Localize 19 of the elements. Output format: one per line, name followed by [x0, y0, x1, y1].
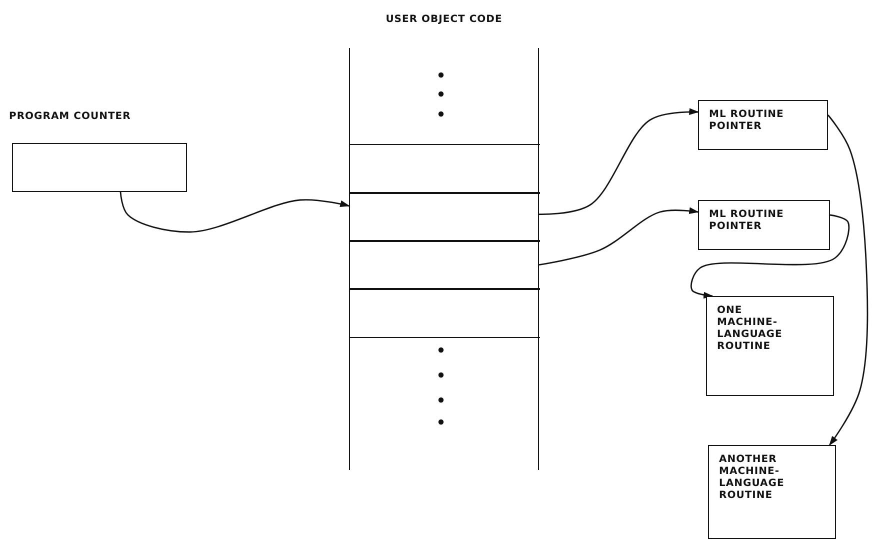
memory-cell — [350, 288, 540, 338]
routine-box — [698, 100, 828, 150]
box-label: ML ROUTINE POINTER — [709, 209, 785, 233]
memory-cell — [350, 144, 540, 194]
heading-label: USER OBJECT CODE — [386, 14, 502, 26]
heading-label: PROGRAM COUNTER — [9, 111, 131, 123]
routine-box — [708, 445, 836, 539]
arrow — [827, 114, 868, 446]
box-label: ONE MACHINE- LANGUAGE ROUTINE — [717, 305, 784, 353]
arrow — [120, 192, 350, 233]
arrow — [539, 108, 699, 216]
memory-cell — [350, 240, 540, 290]
routine-box — [698, 200, 830, 250]
arrow — [690, 214, 850, 299]
arrow — [538, 207, 699, 266]
box-label: ANOTHER MACHINE- LANGUAGE ROUTINE — [719, 454, 786, 502]
memory-cell — [350, 192, 540, 242]
routine-box — [706, 296, 834, 396]
box-label: ML ROUTINE POINTER — [709, 109, 785, 133]
